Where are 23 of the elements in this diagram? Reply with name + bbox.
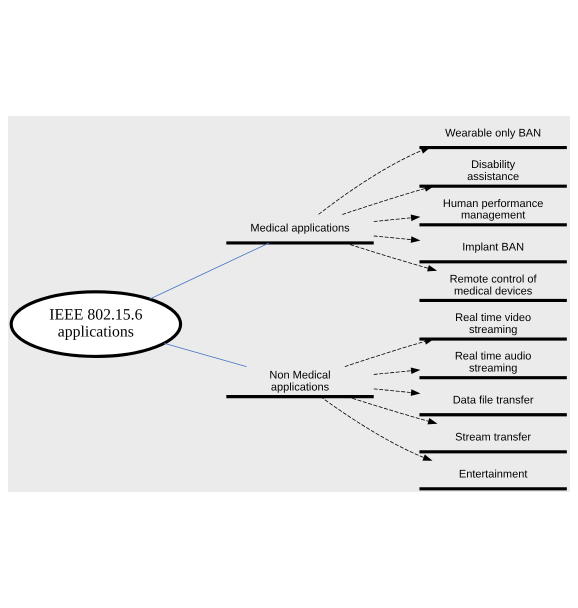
connector <box>150 242 270 300</box>
node-text: Remote control of medical devices <box>450 273 537 298</box>
node-text: Real time video streaming <box>455 312 532 336</box>
arrow <box>373 367 420 375</box>
node-text: Medical applications <box>250 222 350 235</box>
node-text: Wearable only BAN <box>445 127 542 140</box>
node-text: Stream transfer <box>455 432 532 444</box>
node-ellipse: IEEE 802.15.6 applications <box>10 290 182 358</box>
arrow <box>318 147 431 215</box>
node-text: Human performance management <box>442 198 544 222</box>
node-text: Non Medical applications <box>269 370 331 394</box>
node-text: Implant BAN <box>462 242 524 254</box>
arrow <box>373 214 420 222</box>
arrow <box>342 185 434 215</box>
arrow <box>373 388 420 396</box>
node-text: Disability assistance <box>467 159 520 184</box>
node-text: Real time audio streaming <box>454 350 532 375</box>
arrow <box>344 338 434 367</box>
node-text: Data file transfer <box>452 394 534 406</box>
node-text: Entertainment <box>458 468 528 481</box>
arrow <box>373 236 420 243</box>
connector <box>164 342 247 368</box>
arrow <box>320 396 433 461</box>
